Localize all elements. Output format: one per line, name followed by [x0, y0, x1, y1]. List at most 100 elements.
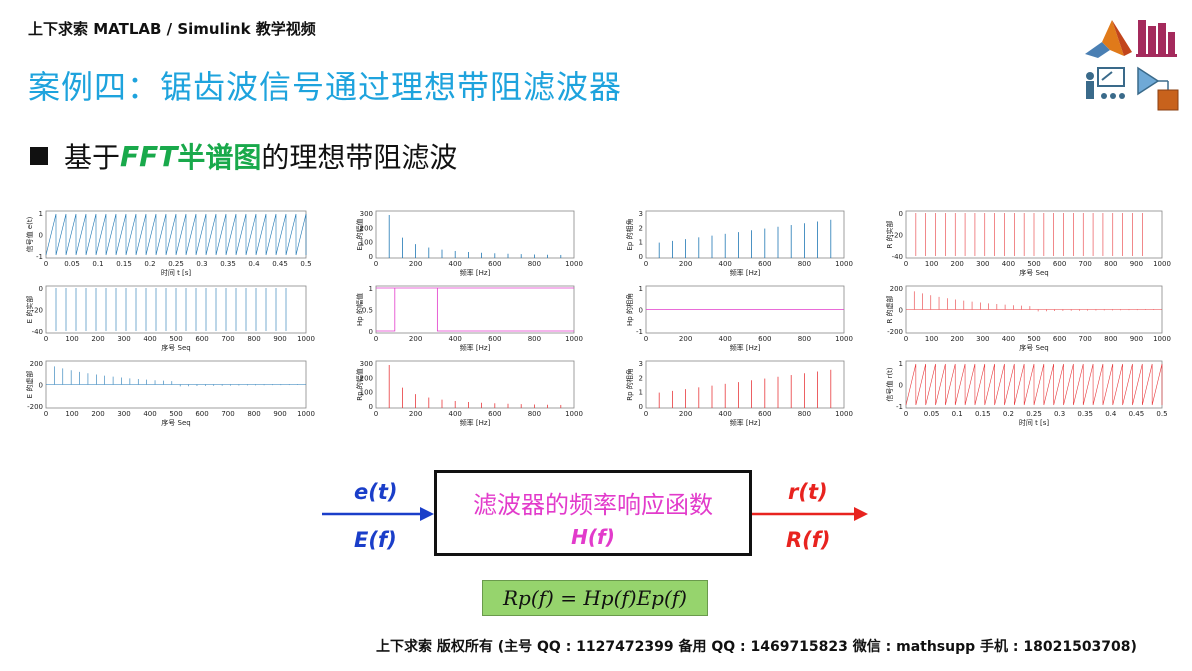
plot-xtick: 300 [117, 410, 130, 418]
plot-xtick: 0.15 [975, 410, 991, 418]
plot-ytick: 100 [360, 239, 373, 247]
plot-xtick: 0 [904, 260, 908, 268]
plot-xtick: 600 [758, 335, 771, 343]
plot-xtick: 0 [644, 410, 648, 418]
plot-xtick: 0.3 [196, 260, 207, 268]
plot-xtick: 100 [925, 335, 938, 343]
plot-ylabel: Ep 的相角 [625, 218, 634, 250]
plot-xtick: 900 [1130, 335, 1143, 343]
plot-ytick: 0 [369, 253, 373, 261]
plot-xtick: 0 [374, 260, 378, 268]
plot-ytick: 300 [360, 360, 373, 368]
plot-xtick: 0.15 [116, 260, 132, 268]
plot-ylabel: 信号值 e(t) [25, 216, 34, 252]
plot-xtick: 0.4 [1105, 410, 1117, 418]
plot-xlabel: 频率 [Hz] [730, 418, 761, 427]
plot-xtick: 0 [44, 260, 48, 268]
matlab-icon [1085, 20, 1132, 58]
plot-xtick: 800 [798, 335, 811, 343]
plot-xlabel: 序号 Seq [1019, 343, 1048, 352]
plot-ylabel: R 的实部 [885, 220, 894, 248]
plot-xtick: 1000 [565, 335, 583, 343]
plot-xtick: 0 [44, 410, 48, 418]
plot-xlabel: 序号 Seq [161, 343, 190, 352]
plot-ytick: 0 [369, 328, 373, 336]
plot-xtick: 0.5 [300, 260, 311, 268]
teacher-icon [1086, 67, 1125, 99]
plot-ylabel: Hp 的相角 [625, 293, 634, 326]
filter-block: 滤波器的频率响应函数 H(f) [434, 470, 752, 556]
footer-copyright: 上下求索 版权所有 (主号 QQ : 1127472399 备用 QQ : 14… [376, 639, 1137, 655]
plot-xtick: 600 [195, 335, 208, 343]
plot-xtick: 0.45 [1129, 410, 1145, 418]
plot-axes [375, 210, 575, 259]
plot-xtick: 200 [951, 260, 964, 268]
plot-xtick: 700 [221, 410, 234, 418]
input-time-label: e(t) [354, 480, 398, 504]
plot-ytick: 0 [639, 403, 643, 411]
plot-ytick: -40 [892, 253, 903, 261]
plot-ytick: 2 [639, 374, 643, 382]
plot-axes [375, 285, 575, 334]
plot-xtick: 0.1 [952, 410, 963, 418]
plot-xlabel: 时间 t [s] [1019, 418, 1050, 427]
plot-xtick: 400 [1002, 260, 1015, 268]
plot-xtick: 1000 [835, 335, 853, 343]
plot-xtick: 800 [1104, 260, 1117, 268]
plot-xtick: 700 [1079, 335, 1092, 343]
bullet-mid: 半谱图 [177, 141, 262, 174]
plot-xtick: 0.05 [64, 260, 80, 268]
output-arrow-head [854, 507, 868, 521]
header-caption: 上下求索 MATLAB / Simulink 教学视频 [28, 20, 316, 38]
plot-xtick: 0.5 [1156, 410, 1167, 418]
plot-ytick: 0 [899, 307, 903, 315]
plot-xlabel: 频率 [Hz] [460, 418, 491, 427]
plot-xtick: 1000 [297, 335, 315, 343]
bullet-square [30, 147, 48, 165]
plot-ytick: 1 [369, 285, 373, 293]
plot-ytick: 0 [899, 210, 903, 218]
plot-xtick: 500 [1027, 260, 1040, 268]
plot-xtick: 100 [65, 410, 78, 418]
plot-ytick: 0 [39, 285, 43, 293]
plot-xlabel: 频率 [Hz] [730, 268, 761, 277]
plot-ylabel: 信号值 r(t) [885, 367, 894, 402]
page-title: 案例四：锯齿波信号通过理想带阻滤波器 [28, 68, 623, 106]
plot-axes [375, 360, 575, 409]
plot-ytick: 200 [360, 224, 373, 232]
filter-block-title: 滤波器的频率响应函数 [473, 491, 713, 519]
plot-xtick: 700 [221, 335, 234, 343]
plot-xtick: 500 [169, 410, 182, 418]
plot-ytick: 0 [639, 307, 643, 315]
plot-xtick: 1000 [565, 260, 583, 268]
plot-xtick: 100 [65, 335, 78, 343]
plot-axes [645, 360, 845, 409]
plot-trace [906, 291, 1162, 312]
plot-ylabel: Rp 的相角 [625, 368, 634, 401]
plot-ytick: 0.5 [362, 307, 373, 315]
plot-axes [645, 210, 845, 259]
plot-xtick: 200 [91, 335, 104, 343]
plot-ylabel: E 的实部 [25, 296, 34, 324]
plot-ytick: -40 [32, 328, 43, 336]
plot-xtick: 0.05 [924, 410, 940, 418]
plot-ytick: -200 [887, 328, 903, 336]
plot-xtick: 400 [449, 260, 462, 268]
plot-xtick: 200 [679, 335, 692, 343]
plot-xtick: 600 [488, 335, 501, 343]
plot-xlabel: 序号 Seq [161, 418, 190, 427]
input-arrow-head [420, 507, 434, 521]
plot-ytick: 200 [890, 285, 903, 293]
plot-xtick: 200 [951, 335, 964, 343]
plot-xtick: 0.1 [92, 260, 103, 268]
plot-xtick: 200 [91, 410, 104, 418]
plot-ytick: 1 [639, 239, 643, 247]
plot-xtick: 400 [719, 260, 732, 268]
plot-ytick: 1 [899, 360, 903, 368]
plot-xtick: 200 [409, 335, 422, 343]
